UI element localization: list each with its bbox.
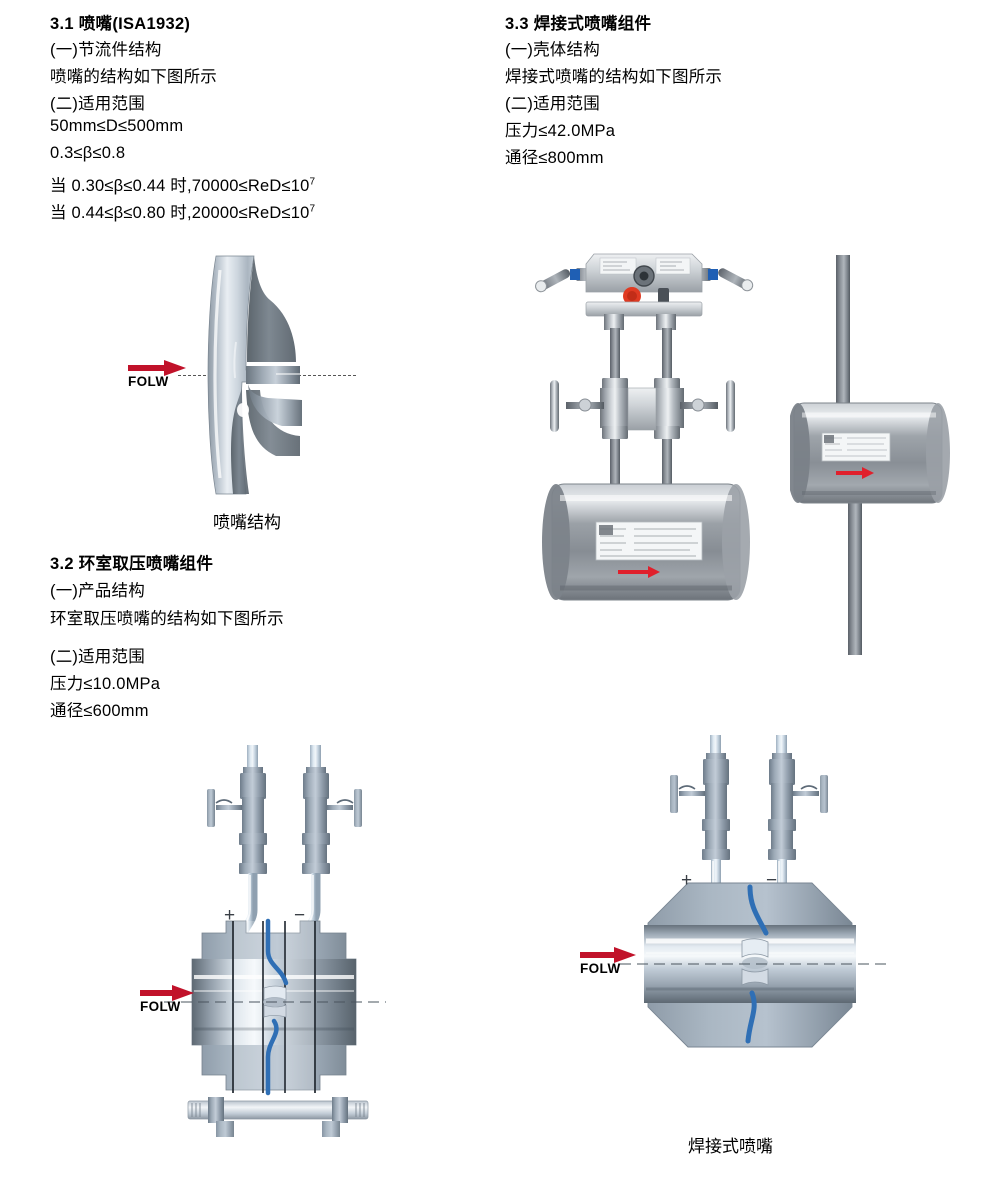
port-marker-minus: − bbox=[766, 870, 778, 891]
body-flow-arrow-icon bbox=[836, 467, 874, 479]
photo-welded-nozzle-inline bbox=[790, 255, 970, 655]
formula-1-exponent: 7 bbox=[309, 176, 316, 188]
body-flow-arrow-icon bbox=[618, 566, 660, 578]
formula-2-text: 当 0.44≤β≤0.80 时,20000≤ReD≤10 bbox=[50, 204, 310, 222]
section-3-2-heading: 3.2 环室取压喷嘴组件 bbox=[50, 555, 214, 573]
section-3-3-heading: 3.3 焊接式喷嘴组件 bbox=[505, 15, 652, 33]
section-3-2-line-1: (一)产品结构 bbox=[50, 582, 145, 600]
flow-label: FOLW bbox=[128, 374, 169, 389]
section-3-1-line-1: (一)节流件结构 bbox=[50, 41, 162, 59]
welded-section-svg bbox=[620, 735, 890, 1048]
annular-assembly-svg bbox=[164, 745, 386, 1137]
valve-manifold-head bbox=[535, 253, 754, 330]
figure-welded-nozzle-section: + − FOLW bbox=[580, 735, 920, 1105]
section-3-3-line-3: (二)适用范围 bbox=[505, 95, 600, 113]
flow-indicator-annular: FOLW bbox=[140, 985, 204, 1014]
port-marker-minus: − bbox=[294, 905, 306, 926]
shutoff-valve-left bbox=[550, 378, 630, 439]
section-3-1-formula-1: 当 0.30≤β≤0.44 时,70000≤ReD≤107 bbox=[50, 172, 315, 196]
flow-body-cylinder bbox=[542, 483, 750, 601]
flow-body-cylinder bbox=[790, 402, 950, 504]
section-3-3-line-4: 压力≤42.0MPa bbox=[505, 122, 616, 140]
photo-welded-nozzle-with-manifold bbox=[530, 240, 780, 640]
section-3-1-heading: 3.1 喷嘴(ISA1932) bbox=[50, 15, 191, 33]
valve-left bbox=[207, 745, 267, 1010]
formula-2-exponent: 7 bbox=[309, 203, 316, 215]
section-3-1-line-4: 50mm≤D≤500mm bbox=[50, 117, 184, 135]
welded-nozzle-photo-svg bbox=[790, 255, 950, 655]
section-3-1-formula-2: 当 0.44≤β≤0.80 时,20000≤ReD≤107 bbox=[50, 199, 315, 223]
figure-annular-chamber-assembly: + − FOLW bbox=[140, 745, 410, 1165]
flow-label: FOLW bbox=[140, 999, 181, 1014]
flow-label: FOLW bbox=[580, 961, 621, 976]
flow-arrow-icon bbox=[140, 985, 204, 1001]
flow-arrow-icon bbox=[580, 947, 644, 963]
nameplate-label bbox=[595, 521, 703, 561]
section-3-2-line-4: 压力≤10.0MPa bbox=[50, 675, 161, 693]
figure-caption-welded-nozzle: 焊接式喷嘴 bbox=[688, 1137, 773, 1156]
port-marker-plus: + bbox=[224, 905, 236, 926]
figure-caption-nozzle: 喷嘴结构 bbox=[213, 513, 281, 532]
section-3-3-line-1: (一)壳体结构 bbox=[505, 41, 600, 59]
manifold-photo-svg bbox=[535, 253, 754, 601]
section-3-1-line-3: (二)适用范围 bbox=[50, 95, 145, 113]
section-3-3-line-2: 焊接式喷嘴的结构如下图所示 bbox=[505, 68, 723, 86]
flow-indicator-welded: FOLW bbox=[580, 947, 644, 976]
section-3-2-line-3: (二)适用范围 bbox=[50, 648, 145, 666]
formula-1-text: 当 0.30≤β≤0.44 时,70000≤ReD≤10 bbox=[50, 177, 310, 195]
pipe-lower bbox=[848, 503, 862, 655]
nozzle-profile-svg bbox=[207, 255, 302, 495]
flow-arrow-icon bbox=[128, 360, 192, 376]
flow-indicator-nozzle: FOLW bbox=[128, 360, 192, 389]
figure-nozzle-profile: FOLW bbox=[128, 250, 370, 500]
section-3-2-line-5: 通径≤600mm bbox=[50, 702, 149, 720]
section-3-1-line-2: 喷嘴的结构如下图所示 bbox=[50, 68, 217, 86]
pipe-upper bbox=[836, 255, 850, 403]
section-3-2-line-2: 环室取压喷嘴的结构如下图所示 bbox=[50, 610, 284, 628]
section-3-1-line-5: 0.3≤β≤0.8 bbox=[50, 144, 126, 162]
section-3-3-line-5: 通径≤800mm bbox=[505, 149, 604, 167]
port-marker-plus: + bbox=[681, 870, 693, 891]
shutoff-valve-right bbox=[652, 378, 735, 439]
